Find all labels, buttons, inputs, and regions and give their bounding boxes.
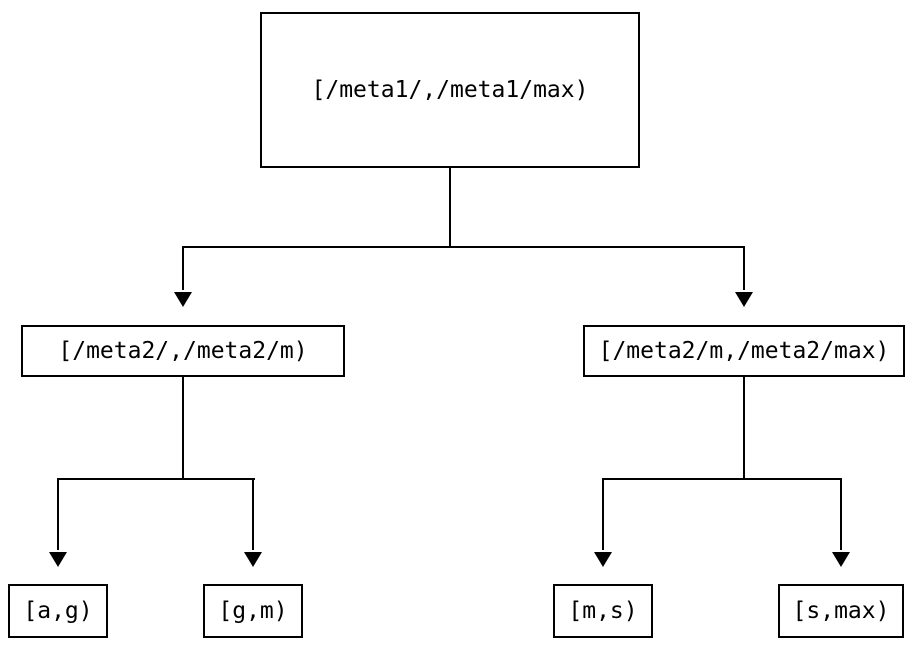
node-meta2-low-label: [/meta2/,/meta2/m) bbox=[58, 338, 308, 364]
node-leaf-g-m-label: [g,m) bbox=[218, 598, 288, 624]
arrowhead-down-icon bbox=[244, 552, 262, 567]
node-leaf-s-max: [s,max) bbox=[778, 584, 904, 638]
connector-root-to-meta2-high-drop bbox=[743, 246, 745, 290]
arrowhead-down-icon bbox=[832, 552, 850, 567]
node-leaf-a-g: [a,g) bbox=[8, 584, 108, 638]
node-meta2-high-label: [/meta2/m,/meta2/max) bbox=[598, 338, 890, 364]
node-meta2-high: [/meta2/m,/meta2/max) bbox=[583, 325, 905, 377]
arrowhead-down-icon bbox=[174, 292, 192, 307]
connector-root-bar bbox=[182, 246, 745, 248]
connector-meta2-low-bar bbox=[57, 478, 255, 480]
node-root: [/meta1/,/meta1/max) bbox=[260, 12, 640, 168]
connector-to-leaf-m-s-drop bbox=[602, 478, 604, 550]
connector-meta2-low-stem bbox=[182, 377, 184, 480]
connector-to-leaf-s-max-drop bbox=[840, 478, 842, 550]
node-leaf-a-g-label: [a,g) bbox=[23, 598, 93, 624]
connector-to-leaf-g-m-drop bbox=[252, 478, 254, 550]
node-leaf-s-max-label: [s,max) bbox=[792, 598, 890, 624]
node-leaf-m-s: [m,s) bbox=[553, 584, 653, 638]
node-root-label: [/meta1/,/meta1/max) bbox=[311, 77, 589, 103]
node-meta2-low: [/meta2/,/meta2/m) bbox=[21, 325, 345, 377]
connector-to-leaf-a-g-drop bbox=[57, 478, 59, 550]
arrowhead-down-icon bbox=[49, 552, 67, 567]
connector-meta2-high-bar bbox=[602, 478, 842, 480]
connector-meta2-high-stem bbox=[743, 377, 745, 480]
arrowhead-down-icon bbox=[594, 552, 612, 567]
connector-root-stem bbox=[449, 168, 451, 248]
arrowhead-down-icon bbox=[735, 292, 753, 307]
node-leaf-m-s-label: [m,s) bbox=[568, 598, 638, 624]
connector-root-to-meta2-low-drop bbox=[182, 246, 184, 290]
node-leaf-g-m: [g,m) bbox=[203, 584, 303, 638]
